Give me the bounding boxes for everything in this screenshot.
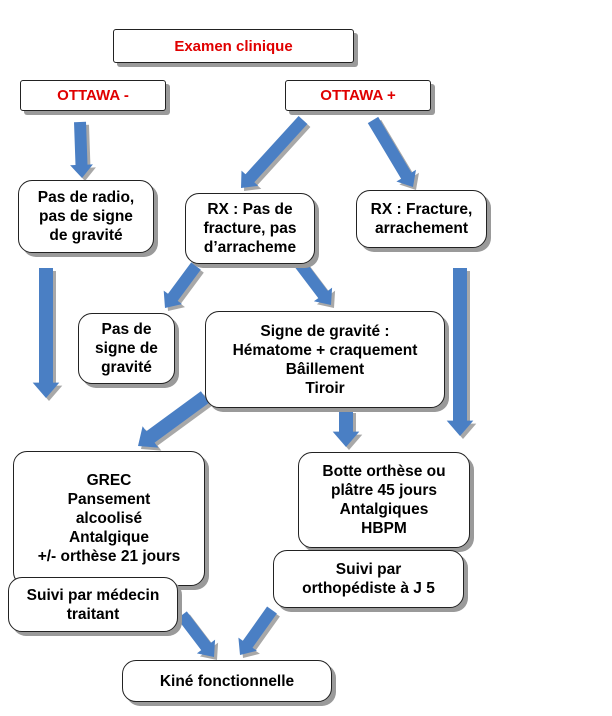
rx-pas-de-fracture-box: RX : Pas de fracture, pas d’arracheme	[185, 193, 315, 264]
arrow-orthopediste-to-kine	[238, 606, 280, 658]
arrow-medecin-to-kine-body	[177, 611, 216, 657]
arrow-ottawa-neg-down	[70, 121, 96, 181]
arrow-signe-to-botte-body	[332, 410, 360, 447]
arrow-rx-neg-to-signe-body	[295, 260, 333, 305]
arrow-medecin-to-kine	[177, 611, 219, 660]
ottawa-negative-box: OTTAWA -	[20, 80, 166, 111]
arrow-orthopediste-to-kine-body	[238, 606, 277, 655]
kine-fonctionnelle-box: Kiné fonctionnelle	[122, 660, 332, 702]
arrow-ottawa-pos-to-rx-frac	[367, 116, 419, 190]
signe-de-gravite-box: Signe de gravité : Hématome + craquement…	[205, 311, 445, 408]
arrow-signe-to-grec-body	[138, 391, 210, 448]
suivi-orthopediste-box: Suivi par orthopédiste à J 5	[273, 550, 464, 608]
arrow-ottawa-pos-to-rx-frac-body	[367, 116, 416, 187]
rx-fracture-box: RX : Fracture, arrachement	[356, 190, 487, 248]
arrow-ottawa-neg-down-body	[70, 121, 93, 178]
arrow-rx-neg-to-pas-signe-body	[163, 262, 201, 308]
arrow-rx-frac-down-body	[446, 268, 474, 436]
arrow-pas-radio-down-body	[32, 268, 60, 398]
arrow-rx-neg-to-signe	[295, 260, 336, 308]
arrow-ottawa-pos-to-rx-neg-body	[241, 116, 308, 188]
pas-de-signe-de-gravite-box: Pas de signe de gravité	[78, 313, 175, 384]
examen-clinique-box: Examen clinique	[113, 29, 354, 63]
grec-box: GREC Pansement alcoolisé Antalgique +/- …	[13, 451, 205, 586]
arrow-signe-to-grec	[138, 391, 213, 451]
arrow-rx-neg-to-pas-signe	[163, 262, 204, 311]
pas-de-radio-box: Pas de radio, pas de signe de gravité	[18, 180, 154, 253]
arrow-pas-radio-down	[32, 268, 63, 401]
botte-orthese-box: Botte orthèse ou plâtre 45 jours Antalgi…	[298, 452, 470, 548]
arrow-signe-to-botte	[332, 410, 363, 450]
arrow-ottawa-pos-to-rx-neg	[241, 116, 311, 191]
ottawa-positive-box: OTTAWA +	[285, 80, 431, 111]
suivi-medecin-box: Suivi par médecin traitant	[8, 577, 178, 632]
arrow-rx-frac-down	[446, 268, 477, 439]
